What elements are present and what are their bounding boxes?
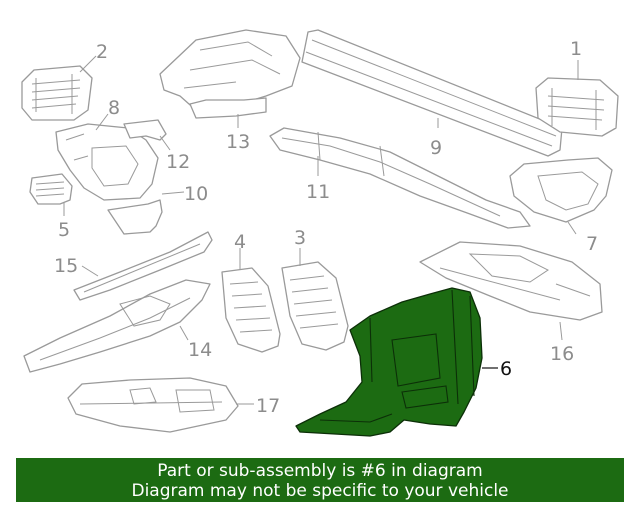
part-10-plate	[107, 199, 163, 235]
callout-7: 7	[586, 233, 598, 255]
callout-14: 14	[188, 339, 212, 361]
part-15-trim-strip	[73, 231, 213, 301]
callout-17: 17	[256, 395, 280, 417]
part-13-center-duct	[159, 29, 301, 119]
callout-2: 2	[96, 41, 108, 63]
callout-6: 6	[500, 358, 512, 380]
part-16-right-panel	[419, 241, 603, 321]
callout-3: 3	[294, 227, 306, 249]
part-3-vent-assembly	[281, 261, 349, 351]
part-6-console-highlighted[interactable]	[295, 287, 483, 437]
part-11-center-rail	[269, 127, 531, 229]
leader-lines	[63, 55, 579, 405]
callout-16: 16	[550, 343, 574, 365]
part-12-bracket	[123, 119, 167, 141]
part-1-right-vent	[535, 77, 619, 137]
callout-13: 13	[226, 131, 250, 153]
part-5-small-vent	[29, 173, 73, 205]
callout-12: 12	[166, 151, 190, 173]
banner-line-2: Diagram may not be specific to your vehi…	[131, 481, 509, 501]
callout-labels: 1 2 3 4 5 6 7 8 9 10 11 12 13 14 15 16 1…	[54, 38, 598, 417]
part-2-left-vent	[21, 65, 93, 121]
part-7-right-duct	[509, 157, 613, 223]
callout-8: 8	[108, 97, 120, 119]
callout-11: 11	[306, 181, 330, 203]
part-9-upper-panel	[301, 29, 563, 157]
part-4-vent-assembly	[221, 267, 281, 353]
callout-1: 1	[570, 38, 582, 60]
callout-10: 10	[184, 183, 208, 205]
callout-5: 5	[58, 219, 70, 241]
banner-line-1: Part or sub-assembly is #6 in diagram	[157, 461, 483, 481]
part-14-lower-panel	[23, 279, 211, 373]
part-17-lower-tray	[67, 377, 239, 433]
part-8-left-duct	[55, 123, 159, 201]
info-banner: Part or sub-assembly is #6 in diagram Di…	[16, 458, 624, 502]
callout-15: 15	[54, 255, 78, 277]
callout-4: 4	[234, 231, 246, 253]
parts-diagram: 1 2 3 4 5 6 7 8 9 10 11 12 13 14 15 16 1…	[21, 29, 619, 437]
callout-9: 9	[430, 137, 442, 159]
